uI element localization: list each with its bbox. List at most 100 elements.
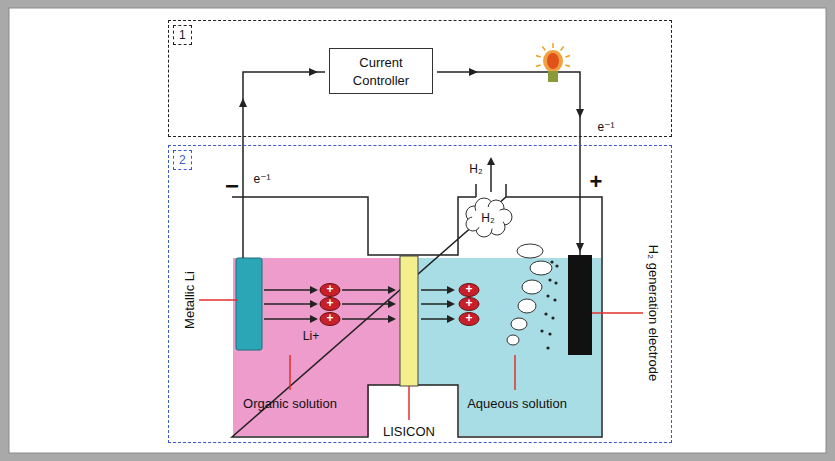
small-bubble — [546, 346, 549, 349]
arrowhead — [310, 286, 318, 294]
gas-bubble — [517, 244, 543, 258]
arrowhead — [310, 315, 318, 323]
lamp-ray — [561, 46, 564, 50]
ion-arrow — [421, 318, 449, 320]
small-bubble — [540, 329, 543, 332]
leader-lines — [199, 300, 643, 420]
ion-charge: + — [326, 312, 333, 325]
ion-charge: + — [326, 283, 333, 296]
electron-label: e⁻¹ — [597, 121, 614, 134]
lisicon-membrane — [400, 256, 418, 386]
small-bubble — [550, 260, 553, 263]
small-bubble — [551, 316, 554, 319]
panel — [9, 8, 826, 453]
wire — [437, 71, 548, 73]
arrowhead — [447, 300, 455, 308]
ion-charge: + — [465, 283, 472, 296]
small-bubble — [548, 332, 551, 335]
lithium-electrode — [236, 258, 262, 350]
leader-line — [408, 386, 410, 420]
organic-solution — [233, 258, 400, 436]
arrowhead — [469, 68, 478, 76]
lamp-ray — [536, 65, 541, 67]
gas-bubble — [511, 318, 527, 330]
gas-label: H₂ — [481, 212, 494, 225]
cell-housing — [232, 197, 602, 437]
gas-bubble — [518, 299, 536, 313]
arrowhead — [309, 68, 318, 76]
lamp-ray — [542, 46, 545, 50]
box-label: Current Controller — [353, 55, 409, 88]
lithium-ion — [459, 313, 479, 326]
small-bubble — [554, 281, 557, 284]
polarity-sign: − — [225, 173, 239, 199]
ion-arrow — [264, 318, 312, 320]
lamp-base — [548, 71, 558, 82]
ion-charge: + — [326, 297, 333, 310]
arrowhead — [310, 300, 318, 308]
ion-charge: + — [465, 312, 472, 325]
lithium-ion — [459, 298, 479, 311]
lamp-halo — [543, 50, 563, 72]
arrowhead — [447, 286, 455, 294]
ion-arrow — [264, 303, 312, 305]
ion-arrow — [342, 289, 390, 291]
cloud-fill — [472, 207, 504, 229]
small-bubble — [546, 294, 549, 297]
part-label: Aqueous solution — [467, 397, 567, 411]
part-label: LISICON — [383, 425, 435, 439]
gas-bubble — [507, 335, 519, 345]
electron-label: e⁻¹ — [253, 173, 270, 186]
lithium-ion — [320, 313, 340, 326]
arrowhead — [388, 300, 396, 308]
ion-charge: + — [465, 297, 472, 310]
ion-arrow — [421, 289, 449, 291]
ion-flow — [264, 284, 479, 326]
arrowhead — [576, 109, 584, 118]
wire — [558, 72, 580, 255]
region-number: 2 — [173, 150, 192, 170]
arrowhead — [239, 98, 247, 107]
region-frame: 1Current Controller — [168, 20, 672, 137]
arrowhead — [447, 315, 455, 323]
arrowhead — [576, 243, 584, 252]
lamp-ray — [565, 55, 570, 57]
ion-arrow — [342, 318, 390, 320]
lamp — [536, 43, 570, 82]
gas-bubble — [530, 261, 552, 275]
ion-arrow — [342, 303, 390, 305]
lithium-ion — [459, 284, 479, 297]
gas-bubbles — [507, 244, 559, 350]
polarity-sign: + — [590, 170, 603, 194]
gas-arrow — [490, 163, 492, 192]
small-bubble — [544, 312, 547, 315]
lamp-ray — [565, 65, 570, 67]
h2-cloud — [466, 198, 512, 237]
ion-arrow — [264, 289, 312, 291]
ion-label: Li+ — [303, 330, 319, 343]
lamp-ray — [552, 43, 554, 48]
small-bubble — [553, 298, 556, 301]
lamp-bulb — [547, 53, 559, 69]
leader-line — [514, 355, 516, 390]
part-label: H₂ generation electrode — [646, 245, 660, 382]
leader-line — [289, 355, 291, 390]
h2-electrode — [568, 255, 592, 355]
leader-line — [199, 299, 238, 301]
gas-bubble — [522, 280, 542, 294]
leader-line — [592, 312, 643, 314]
wire — [243, 72, 325, 258]
arrowhead — [487, 157, 495, 165]
arrowhead — [388, 286, 396, 294]
part-label: Organic solution — [243, 397, 337, 411]
lithium-ion — [320, 298, 340, 311]
small-bubble — [548, 278, 551, 281]
process-box: Current Controller — [329, 48, 433, 94]
region-number: 1 — [173, 25, 192, 45]
gas-label: H₂ — [469, 163, 482, 176]
ion-arrow — [421, 303, 449, 305]
part-label: Metallic Li — [183, 271, 197, 329]
small-bubble — [555, 264, 558, 267]
lithium-ion — [320, 284, 340, 297]
lamp-ray — [536, 55, 541, 57]
